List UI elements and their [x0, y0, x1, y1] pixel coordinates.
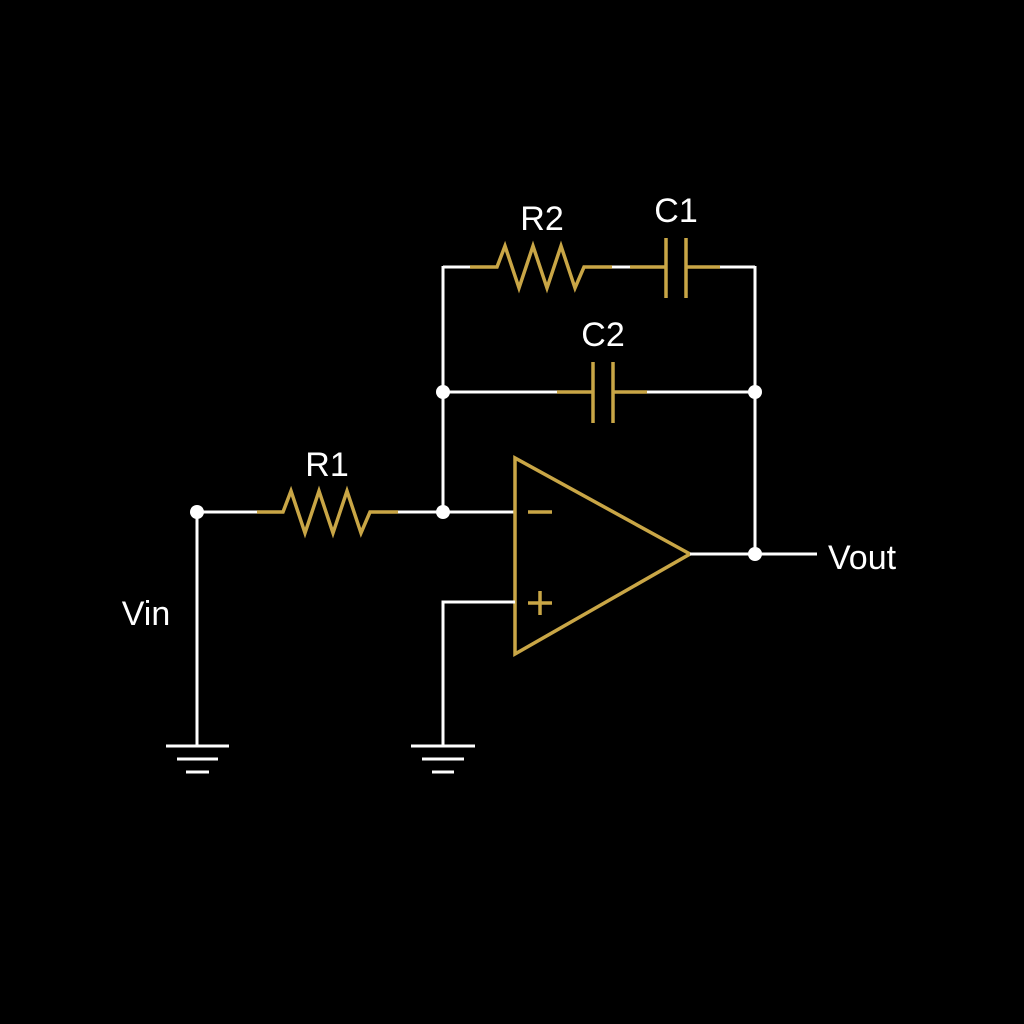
node-output [748, 547, 762, 561]
label-c2: C2 [581, 316, 624, 354]
vin-branch: Vin [122, 512, 229, 774]
node-c2-left [436, 385, 450, 399]
label-r2: R2 [520, 200, 563, 238]
output-branch: Vout [690, 539, 897, 577]
ground-symbol-left [166, 744, 229, 774]
node-vin [190, 505, 204, 519]
input-branch: R1 [197, 446, 443, 539]
op-amp [411, 455, 694, 774]
junction-nodes [190, 385, 762, 561]
node-c2-right [748, 385, 762, 399]
feedback-network: R2 C1 C2 [441, 192, 757, 554]
resistor-r1 [257, 485, 398, 539]
label-vin: Vin [122, 595, 171, 633]
node-inverting [436, 505, 450, 519]
label-r1: R1 [305, 446, 348, 484]
label-vout: Vout [828, 539, 897, 577]
ground-symbol-right [411, 744, 475, 774]
capacitor-c1 [630, 238, 720, 298]
wire-noninverting-to-ground [441, 600, 515, 745]
noninverting-input-sign [528, 591, 552, 615]
label-c1: C1 [654, 192, 697, 230]
capacitor-c2 [557, 362, 647, 423]
op-amp-triangle [513, 455, 694, 658]
resistor-r2 [470, 240, 612, 294]
